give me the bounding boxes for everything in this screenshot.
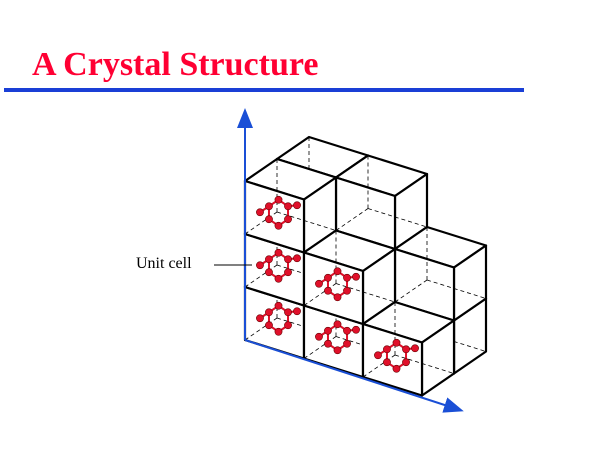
atom [265,321,273,330]
atom [324,326,332,335]
atom [343,273,351,282]
atom [265,202,273,211]
atom [274,221,283,230]
hidden-edge [335,283,396,303]
atom [374,351,382,360]
atom [352,325,360,334]
atom [315,332,323,341]
atom [284,215,292,224]
atom [383,358,391,367]
atom [293,307,301,316]
hidden-edge [276,211,337,231]
atom [324,286,332,295]
atom [392,338,401,347]
atom [284,268,292,277]
cube-front-face [361,322,424,397]
atom [333,346,342,355]
atom [284,321,292,330]
atom [274,195,283,204]
atom [265,215,273,224]
slide-title: A Crystal Structure [32,46,319,83]
atom [284,255,292,264]
atom [324,339,332,348]
atom [343,326,351,335]
atom [293,201,301,210]
atom [265,255,273,264]
atom [256,314,264,323]
atom [293,254,301,263]
atom [274,274,283,283]
atom [411,344,419,353]
atom [392,364,401,373]
hidden-edge [367,208,428,228]
atom [333,293,342,302]
atom [274,248,283,257]
unit-cell-label: Unit cell [136,255,192,272]
x-axis-arrow [244,339,464,413]
atom [274,301,283,310]
atom [343,286,351,295]
hidden-edge [426,279,487,299]
atom [274,327,283,336]
atom [284,308,292,317]
hidden-edge [394,354,455,374]
atom [265,268,273,277]
atom [315,279,323,288]
atom [402,358,410,367]
atom [265,308,273,317]
cube-front-face [302,251,365,326]
atom [333,320,342,329]
atom [402,345,410,354]
atom [256,261,264,270]
atom [333,267,342,276]
atom [324,273,332,282]
atom [352,272,360,281]
atom [343,339,351,348]
title-underline [4,88,524,92]
atom [284,202,292,211]
atom [256,208,264,217]
atom [383,345,391,354]
